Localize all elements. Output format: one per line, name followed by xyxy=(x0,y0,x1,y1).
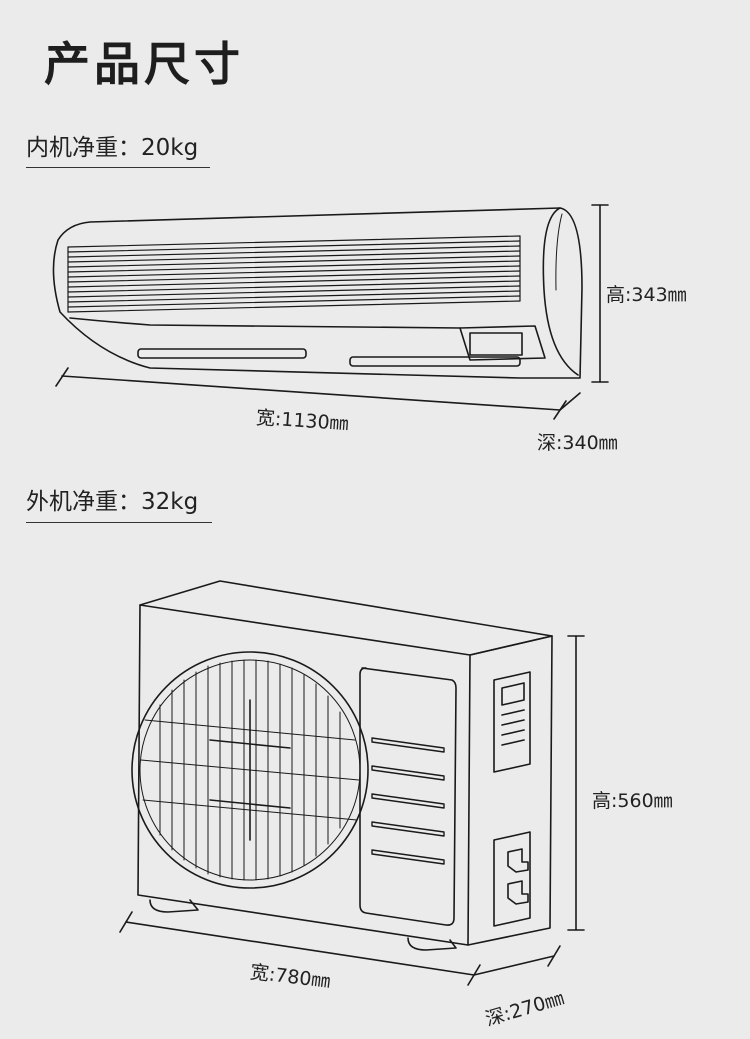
page-title: 产品尺寸 xyxy=(44,37,244,91)
outdoor-unit-drawing xyxy=(131,580,553,951)
indoor-section-divider xyxy=(26,167,210,168)
indoor-weight-label: 内机净重：20kg xyxy=(26,135,199,161)
outdoor-weight-label: 外机净重：32kg xyxy=(26,489,199,515)
outdoor-height-label: 高:560㎜ xyxy=(592,790,673,812)
outdoor-section-divider xyxy=(26,522,212,523)
indoor-dimension-lines xyxy=(55,204,609,420)
outdoor-fan-grille xyxy=(140,659,360,881)
indoor-grille xyxy=(67,235,521,313)
indoor-height-label: 高:343㎜ xyxy=(606,284,687,306)
indoor-depth-label: 深:340㎜ xyxy=(537,432,618,454)
outdoor-vent-slots xyxy=(371,737,445,865)
outdoor-dimension-lines xyxy=(119,635,585,986)
indoor-unit-drawing xyxy=(52,207,583,379)
